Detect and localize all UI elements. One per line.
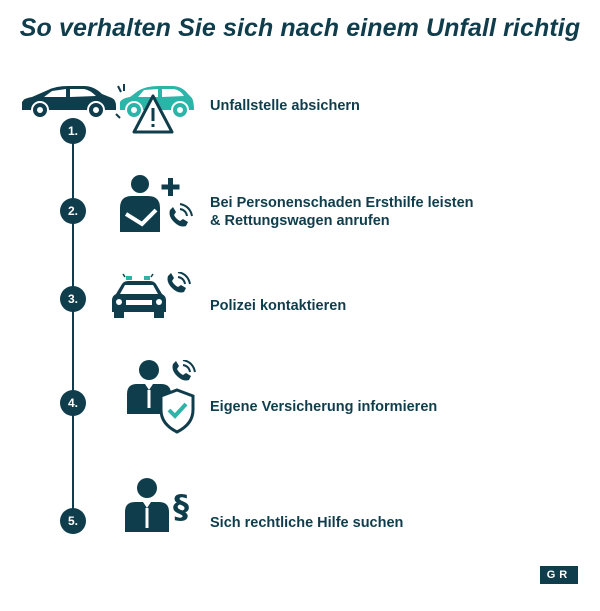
page-title: So verhalten Sie sich nach einem Unfall … — [19, 14, 581, 42]
step-2-label-line2: & Rettungswagen anrufen — [210, 213, 390, 229]
step-1-number: 1. — [60, 118, 86, 144]
lawyer-paragraph-icon: § — [125, 478, 189, 532]
step-2-label-line1: Bei Personenschaden Ersthilfe leisten — [210, 195, 474, 211]
step-4-number: 4. — [60, 390, 86, 416]
step-5-label: Sich rechtliche Hilfe suchen — [210, 515, 404, 531]
step-5-number: 5. — [60, 508, 86, 534]
brand-logo: GR — [540, 566, 578, 584]
first-aid-phone-icon — [120, 175, 193, 232]
police-car-phone-icon — [112, 272, 191, 318]
step-2-number: 2. — [60, 198, 86, 224]
timeline-line — [72, 128, 74, 526]
step-1-label: Unfallstelle absichern — [210, 98, 360, 114]
step-3-number: 3. — [60, 286, 86, 312]
insurance-shield-phone-icon — [127, 360, 196, 434]
step-3-label: Polizei kontaktieren — [210, 298, 347, 314]
svg-text:§: § — [173, 488, 189, 526]
car-crash-warning-icon — [22, 84, 194, 134]
step-4-label: Eigene Versicherung informieren — [210, 399, 438, 415]
